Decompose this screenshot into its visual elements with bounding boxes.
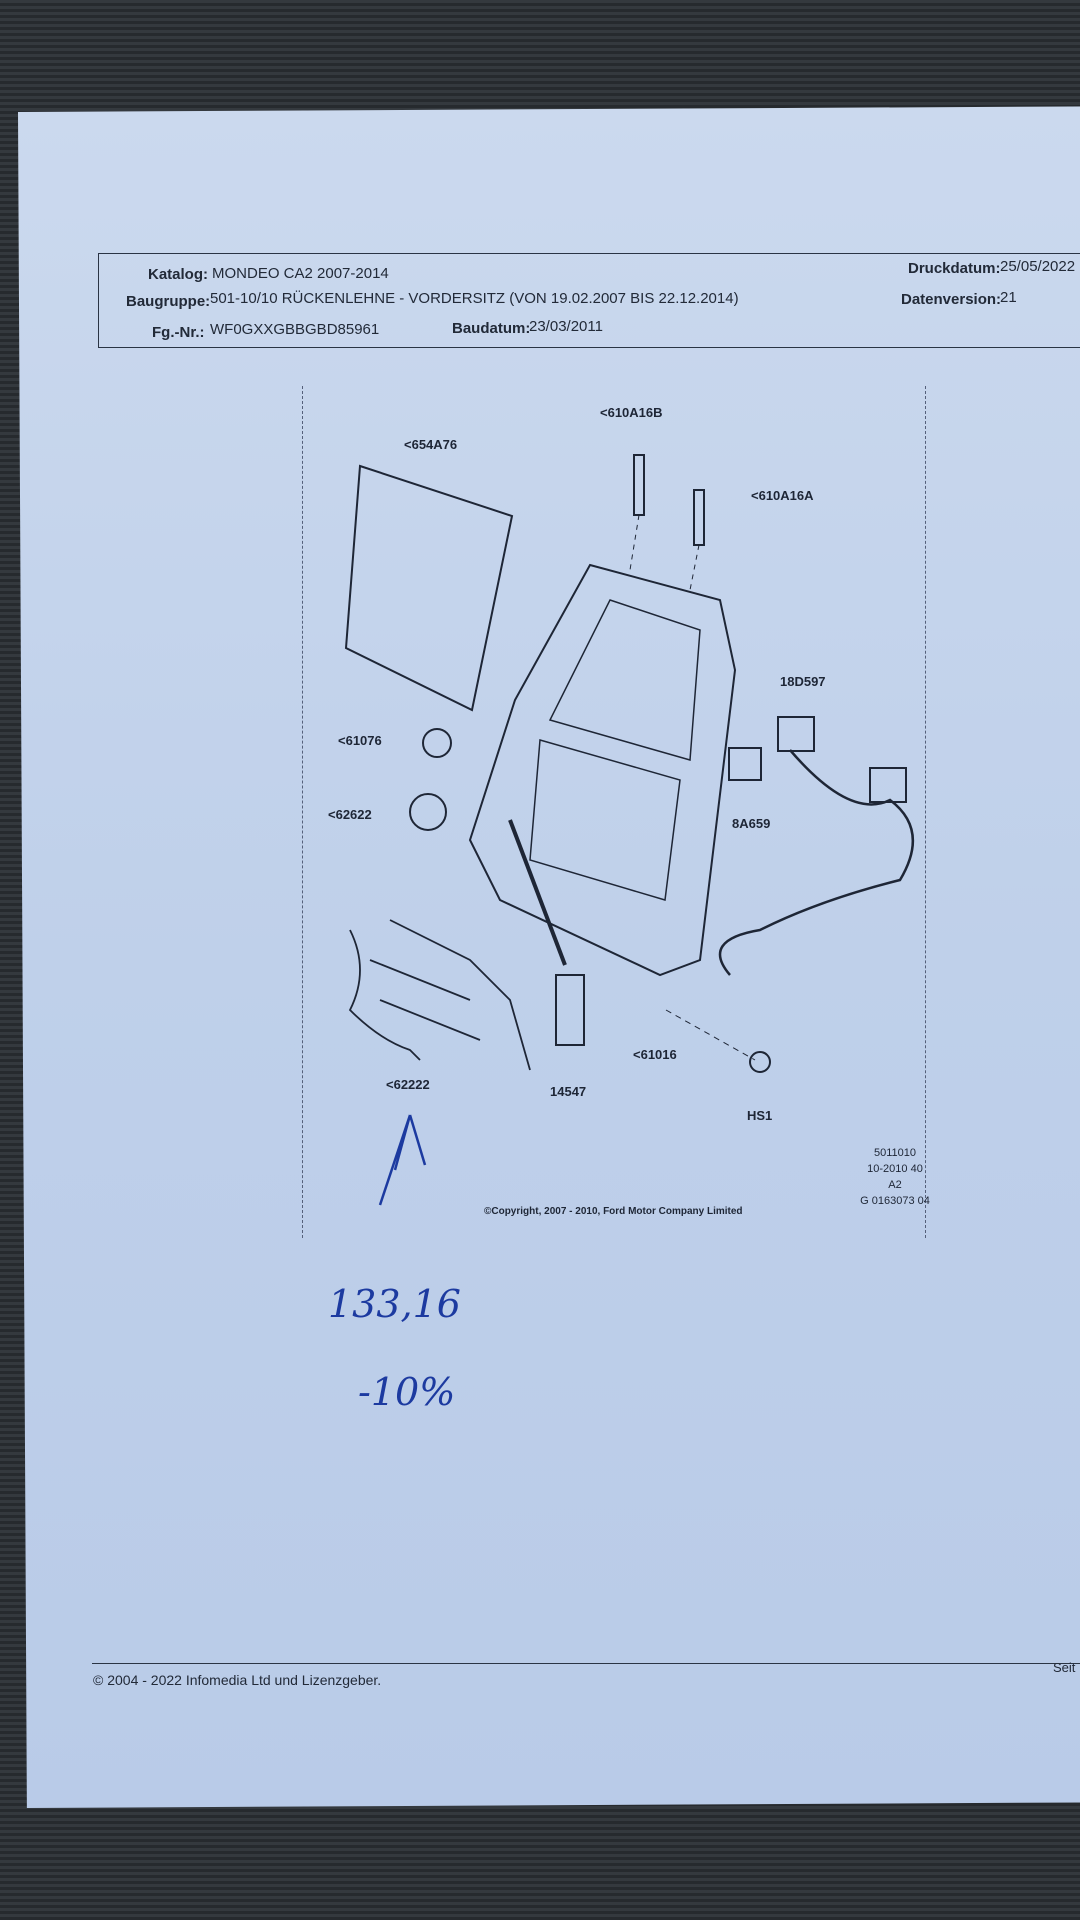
- lumbar-support-62222: [348, 919, 531, 1071]
- katalog-label: Katalog:: [148, 266, 208, 283]
- handwritten-price: 133,16: [328, 1282, 461, 1326]
- seat-frame: [468, 563, 737, 977]
- datenversion-label: Datenversion:: [901, 291, 1002, 308]
- part-8a659: [728, 747, 762, 781]
- fgnr-label: Fg.-Nr.:: [152, 324, 205, 341]
- diagram-border-right: [925, 386, 926, 1238]
- code-line: 5011010: [873, 1147, 916, 1159]
- baugruppe-value: 501-10/10 RÜCKENLEHNE - VORDERSITZ (VON …: [210, 290, 739, 307]
- back-panel: [344, 464, 514, 712]
- motor-14547: [555, 974, 585, 1046]
- footer-copyright: © 2004 - 2022 Infomedia Ltd und Lizenzge…: [93, 1672, 382, 1688]
- footer-divider: [92, 1663, 1080, 1664]
- part-label: 8A659: [732, 816, 771, 831]
- handwritten-discount: -10%: [358, 1370, 456, 1414]
- part-61076: [422, 728, 452, 758]
- code-line: 10-2010 40: [867, 1163, 923, 1175]
- part-label: 14547: [550, 1084, 587, 1099]
- part-label: <654A76: [404, 437, 458, 452]
- part-label: <61076: [338, 733, 382, 748]
- baudatum-value: 23/03/2011: [529, 318, 603, 335]
- code-line: G 0163073 04: [860, 1195, 930, 1207]
- baudatum-label: Baudatum:: [452, 320, 531, 337]
- handwritten-arrow: [378, 1114, 427, 1206]
- part-label: <62222: [386, 1077, 430, 1092]
- page-number: Seit: [1053, 1660, 1076, 1675]
- part-label: <610A16B: [600, 405, 663, 420]
- part-label: 18D597: [780, 674, 826, 689]
- fan-18d597: [777, 716, 815, 752]
- diagram-border-left: [302, 386, 303, 1238]
- header-box: [98, 253, 1080, 348]
- druckdatum-value: 25/05/2022: [1000, 258, 1076, 275]
- katalog-value: MONDEO CA2 2007-2014: [212, 265, 389, 282]
- code-line: A2: [888, 1179, 902, 1191]
- part-label: HS1: [747, 1108, 773, 1123]
- part-label: <61016: [633, 1047, 677, 1062]
- part-62622: [409, 793, 447, 831]
- part-label: <610A16A: [751, 488, 814, 503]
- druckdatum-label: Druckdatum:: [908, 260, 1001, 277]
- headrest-guide-b: [633, 454, 645, 516]
- part-label: <62622: [328, 807, 372, 822]
- headrest-guide-a: [693, 489, 705, 546]
- datenversion-value: 21: [1000, 289, 1017, 306]
- baugruppe-label: Baugruppe:: [126, 293, 211, 310]
- fgnr-value: WF0GXXGBBGBD85961: [210, 321, 380, 338]
- bolt-hs1: [749, 1051, 771, 1073]
- drawing-code: 5011010 10-2010 40 A2 G 0163073 04: [850, 1145, 940, 1209]
- ford-copyright: ©Copyright, 2007 - 2010, Ford Motor Comp…: [484, 1206, 743, 1217]
